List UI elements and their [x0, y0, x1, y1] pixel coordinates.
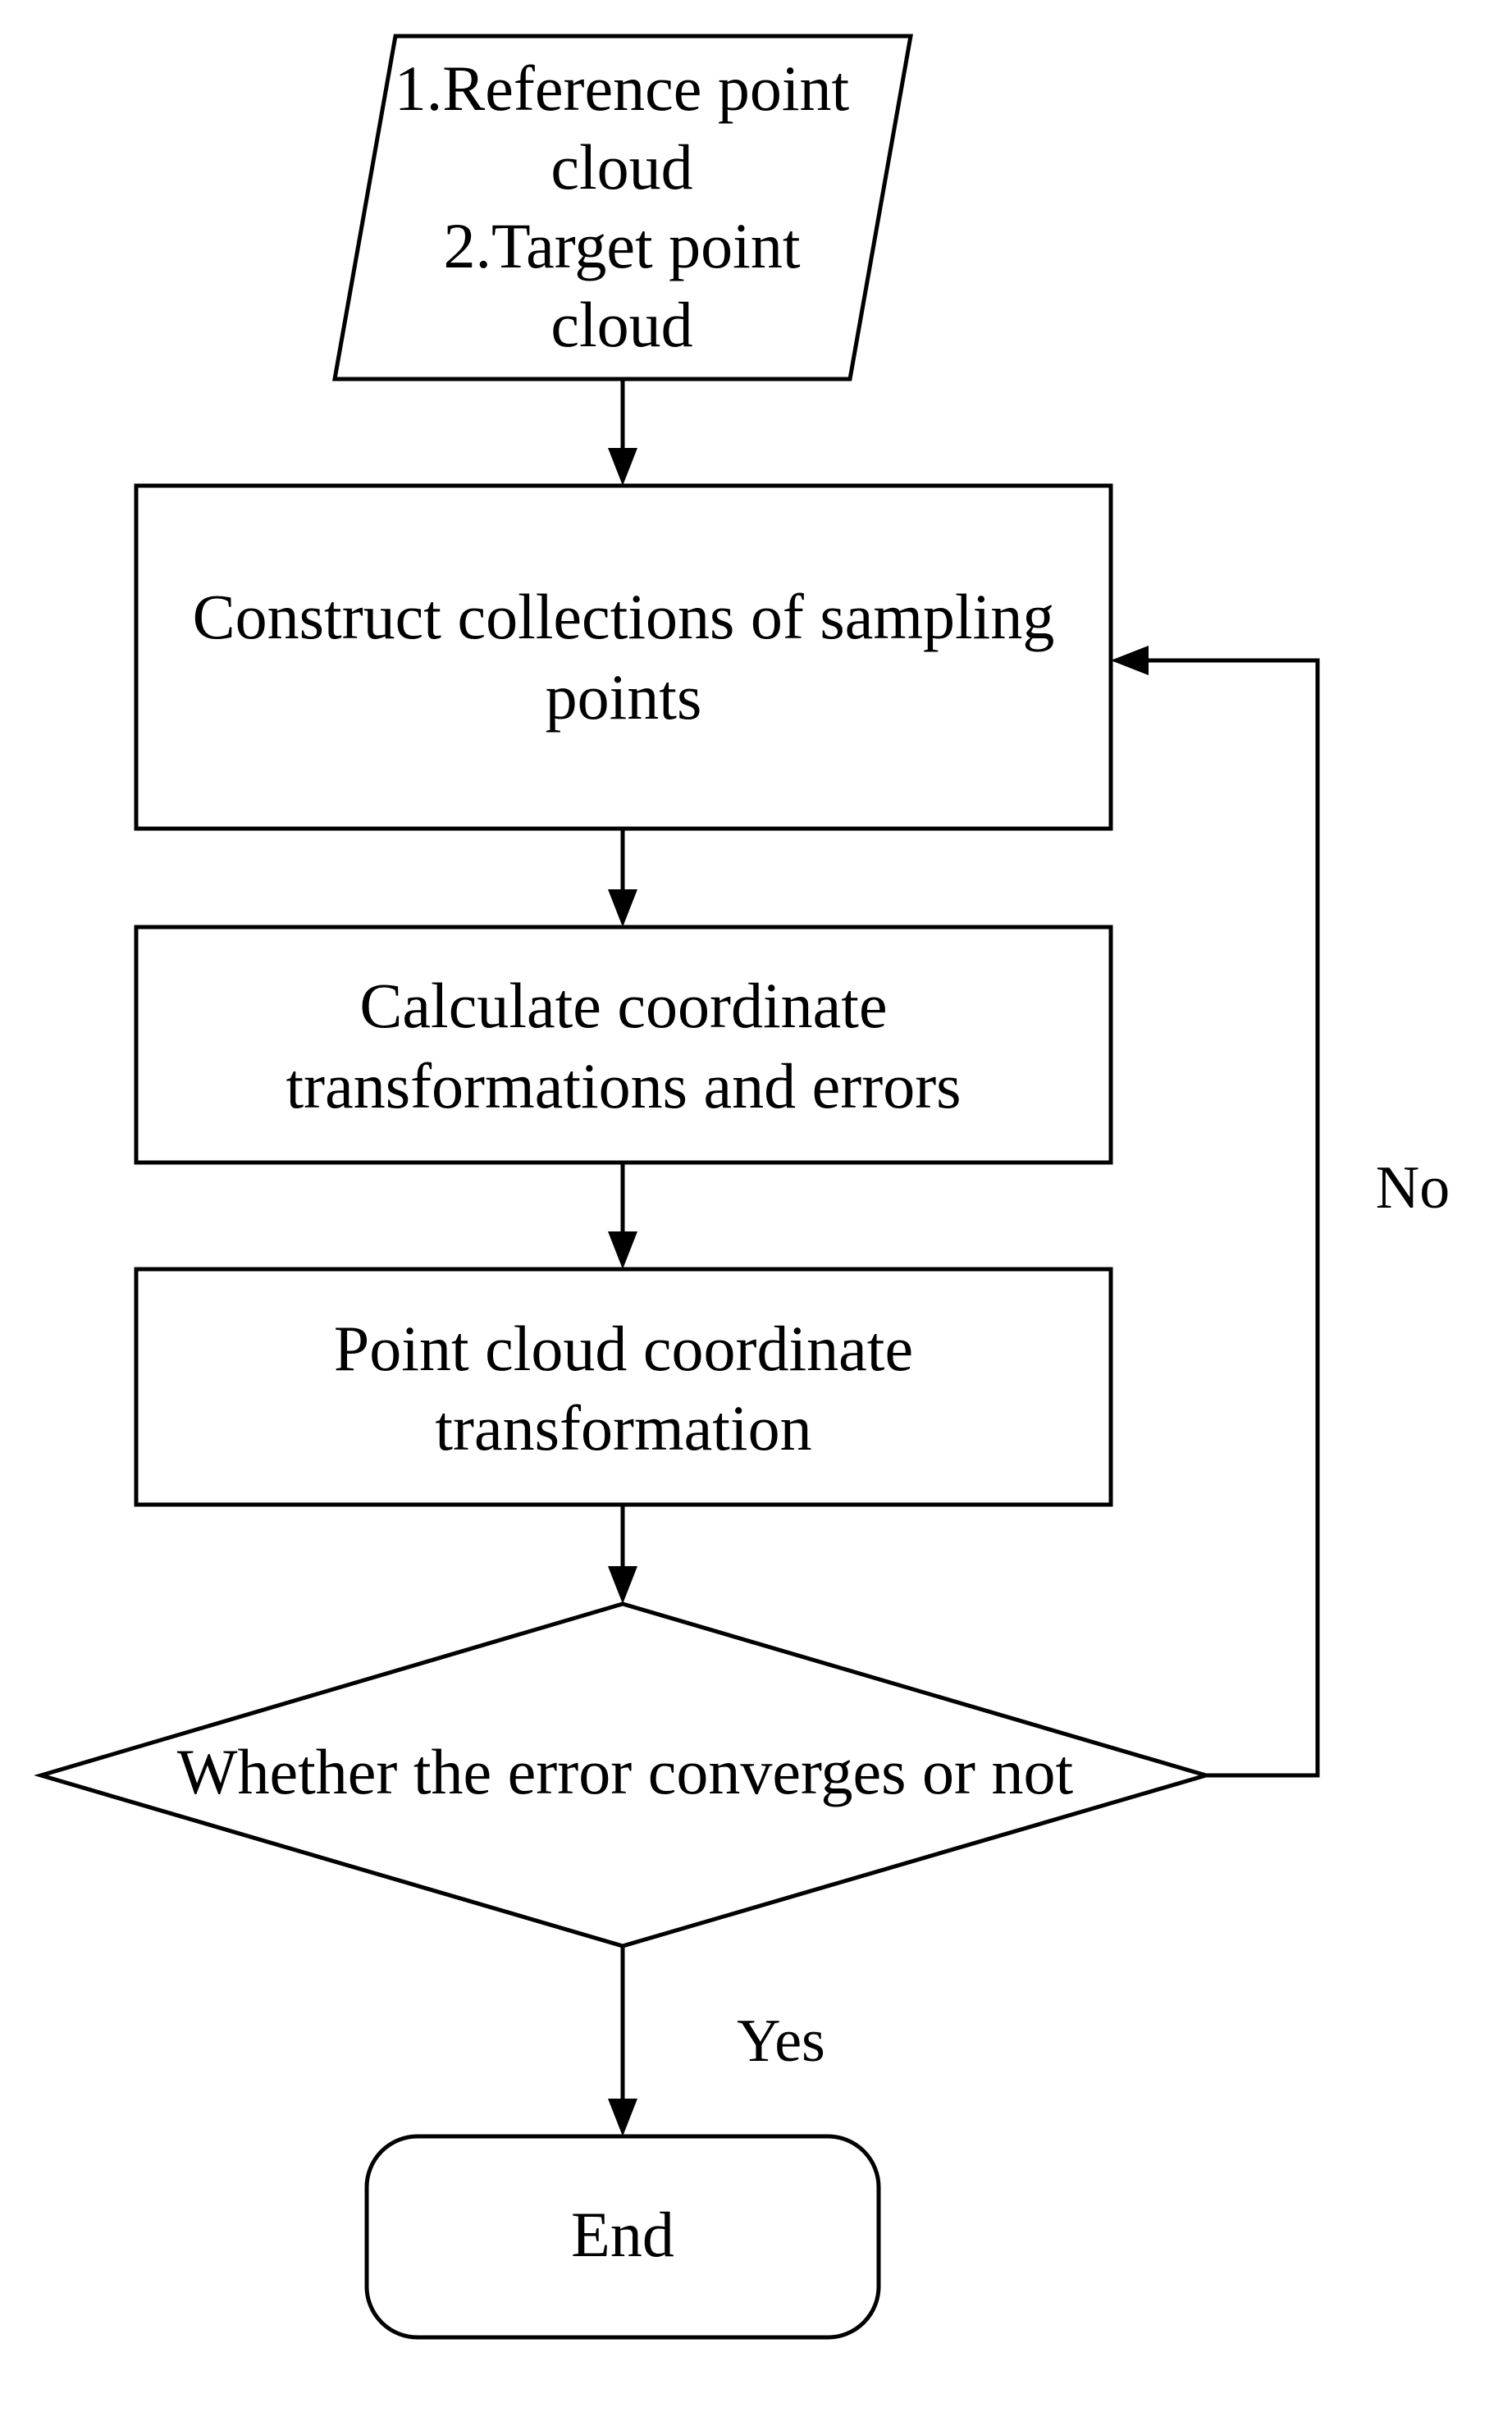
- edge-decision-yes: Yes: [608, 1946, 825, 2136]
- construct-label-line-2: points: [546, 661, 702, 733]
- edge-transform-to-decision: [608, 1505, 637, 1604]
- arrowhead: [608, 2099, 637, 2136]
- transform-box: [134, 1267, 1113, 1507]
- input-parallelogram: [332, 34, 913, 381]
- construct-node: Construct collections of sampling points: [134, 483, 1113, 831]
- decision-label: Whether the error converges or not: [177, 1736, 1074, 1807]
- calculate-label-line-2: transformations and errors: [285, 1050, 961, 1121]
- input-label-line-2: cloud: [550, 131, 692, 203]
- input-label-line-3: 2.Target point: [443, 210, 800, 281]
- calculate-node: Calculate coordinate transformations and…: [134, 925, 1113, 1165]
- arrowhead: [1111, 646, 1149, 675]
- transform-label-line-2: transformation: [435, 1392, 811, 1464]
- yes-label: Yes: [737, 2008, 825, 2075]
- end-node: End: [364, 2134, 881, 2340]
- decision-node: Whether the error converges or not: [34, 1601, 1213, 1948]
- edge-decision-no-loop: No: [1111, 646, 1450, 1778]
- edge-construct-to-calculate: [608, 829, 637, 927]
- arrowhead: [608, 889, 637, 927]
- input-node: 1.Reference point cloud 2.Target point c…: [332, 34, 913, 381]
- arrowhead: [608, 1566, 637, 1604]
- calculate-box: [134, 925, 1113, 1165]
- input-label-line-1: 1.Reference point: [395, 53, 850, 124]
- construct-label-line-1: Construct collections of sampling: [193, 581, 1055, 652]
- no-label: No: [1376, 1154, 1450, 1222]
- construct-box: [134, 483, 1113, 831]
- transform-label-line-1: Point cloud coordinate: [334, 1313, 913, 1384]
- end-label: End: [571, 2199, 674, 2270]
- input-label-line-4: cloud: [550, 289, 692, 360]
- edge-input-to-construct: [608, 379, 637, 486]
- no-loop-connector: [1147, 658, 1320, 1778]
- calculate-label-line-1: Calculate coordinate: [359, 970, 887, 1041]
- arrowhead: [608, 1231, 637, 1269]
- arrowhead: [608, 448, 637, 486]
- transform-node: Point cloud coordinate transformation: [134, 1267, 1113, 1507]
- edge-calculate-to-transform: [608, 1163, 637, 1269]
